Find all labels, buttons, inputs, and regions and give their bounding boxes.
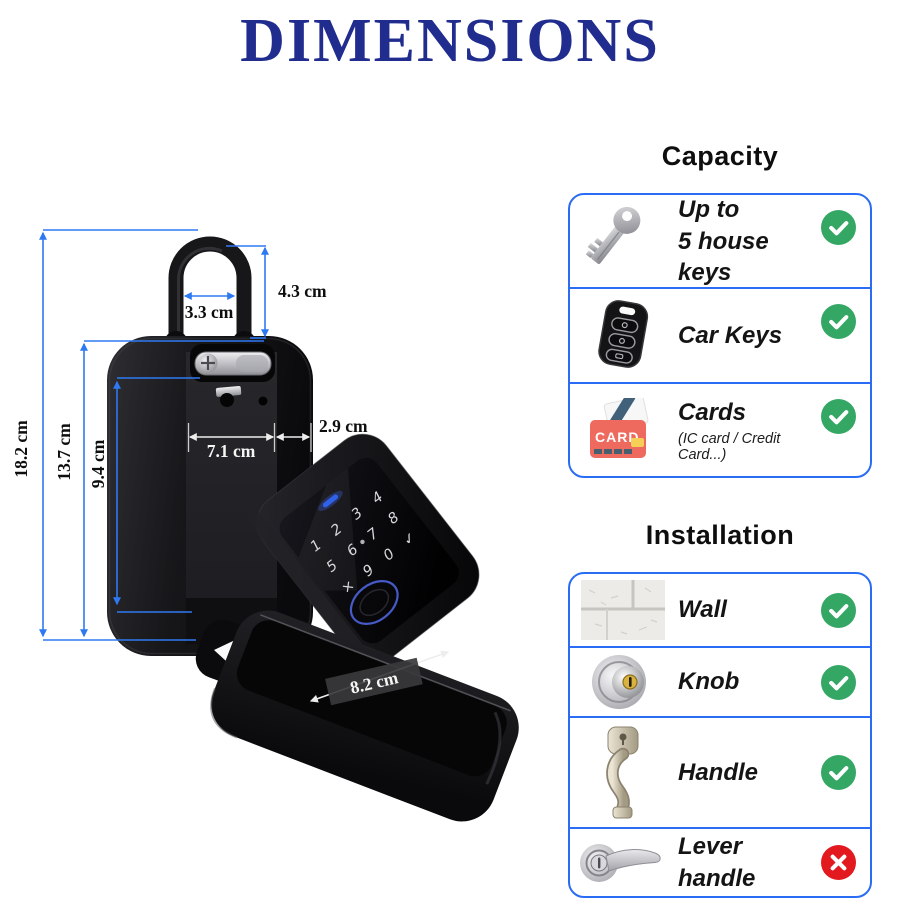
mounting-keyhole [215,386,242,407]
installation-row-lever-handle: Lever handle [570,827,870,896]
lockbox-product: 1 2 3 4 5 6 7 8 × 9 0 ✓ [107,236,519,822]
capacity-item-sublabel: (IC card / Credit Card...) [678,430,781,463]
card-icon-text: CARD [595,429,639,445]
capacity-item-label: Up to [678,196,740,224]
dim-shackle-width: 3.3 cm [185,302,234,322]
cross-icon [814,845,862,880]
check-icon [814,210,862,245]
installation-heading: Installation [645,520,795,550]
handle-icon [570,725,676,821]
house-key-icon [570,203,676,279]
capacity-panel: Up to 5 house keys [568,193,872,478]
check-icon [814,664,862,700]
installation-row-handle: Handle [570,716,870,827]
lever-handle-icon [570,835,676,891]
capacity-row-house-keys: Up to 5 house keys [570,195,870,287]
check-icon [814,304,862,340]
capacity-row-cards: CARD Cards (IC card / Credit Card...) [570,381,870,476]
capacity-heading: Capacity [661,141,779,171]
capacity-row-car-keys: Car Keys [570,287,870,381]
installation-item-label: Handle [678,758,759,786]
check-icon [814,755,862,790]
brand-logo-dot [360,539,365,545]
check-icon [814,592,862,628]
installation-item-label: Lever handle [678,833,756,892]
installation-row-knob: Knob [570,646,870,716]
dim-total-height: 18.2 cm [11,420,31,478]
dim-body-height: 13.7 cm [54,423,74,481]
dim-shackle-height: 4.3 cm [278,281,327,301]
dim-body-depth: 2.9 cm [319,416,368,436]
dim-tray-label: 8.2 cm [325,657,423,706]
check-icon [814,398,862,434]
dim-body-width: 7.1 cm [207,441,256,461]
knob-icon [570,652,676,712]
capacity-item-label-line2: 5 house keys [678,227,769,286]
card-icon: CARD [570,397,676,462]
installation-panel: Wall [568,572,872,898]
page-title: DIMENSIONS [240,7,660,75]
keypad-door: 1 2 3 4 5 6 7 8 × 9 0 ✓ [247,433,480,673]
dim-inner-height: 9.4 cm [88,439,108,488]
wall-icon [570,580,676,640]
installation-row-wall: Wall [570,574,870,646]
capacity-item-label: Cards [678,398,747,426]
lockbox-dimension-diagram: 1 2 3 4 5 6 7 8 × 9 0 ✓ [11,229,519,822]
dimension-annotations: 18.2 cm 13.7 cm 9.4 cm 3.3 cm 4.3 cm 7.1… [11,229,450,706]
installation-item-label: Wall [678,596,727,624]
fingerprint-sensor [349,579,399,625]
car-key-icon [570,296,676,374]
led-indicator [322,494,339,508]
capacity-item-label: Car Keys [678,321,783,349]
installation-item-label: Knob [678,668,740,696]
lockbox-body [107,336,313,656]
